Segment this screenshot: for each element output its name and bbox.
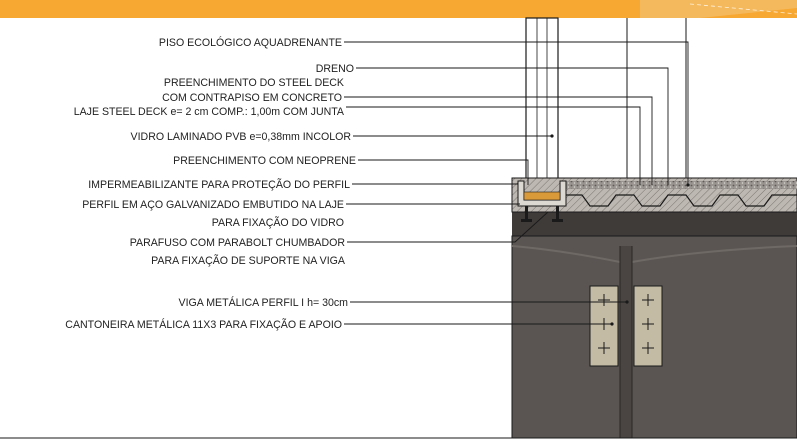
- label-perfil-1: PERFIL EM AÇO GALVANIZADO EMBUTIDO NA LA…: [82, 199, 344, 211]
- label-viga: VIGA METÁLICA PERFIL I h= 30cm: [179, 296, 349, 309]
- label-neoprene: PREENCHIMENTO COM NEOPRENE: [173, 155, 356, 167]
- bolts: [521, 206, 563, 222]
- label-laje: LAJE STEEL DECK e= 2 cm COMP.: 1,00m COM…: [74, 106, 345, 118]
- label-parafuso-1: PARAFUSO COM PARABOLT CHUMBADOR: [130, 237, 346, 249]
- banner-accent: [640, 0, 797, 18]
- leader-lines: [344, 41, 689, 325]
- label-parafuso-2: PARA FIXAÇÃO DE SUPORTE NA VIGA: [151, 254, 346, 267]
- label-perfil-2: PARA FIXAÇÃO DO VIDRO: [212, 216, 344, 229]
- title-banner: [0, 0, 797, 18]
- label-dreno: DRENO: [316, 63, 354, 75]
- label-preench-2: COM CONTRAPISO EM CONCRETO: [162, 92, 342, 104]
- label-vidro: VIDRO LAMINADO PVB e=0,38mm INCOLOR: [131, 131, 352, 143]
- angle-plates: [589, 285, 663, 367]
- galvanized-profile: [517, 180, 567, 207]
- label-cantoneira: CANTONEIRA METÁLICA 11X3 PARA FIXAÇÃO E …: [65, 318, 342, 331]
- label-piso: PISO ECOLÓGICO AQUADRENANTE: [159, 36, 342, 49]
- label-impermeabilizante: IMPERMEABILIZANTE PARA PROTEÇÃO DO PERFI…: [88, 178, 350, 191]
- label-preench-1: PREENCHIMENTO DO STEEL DECK: [164, 77, 344, 89]
- leader-dots: [550, 134, 690, 326]
